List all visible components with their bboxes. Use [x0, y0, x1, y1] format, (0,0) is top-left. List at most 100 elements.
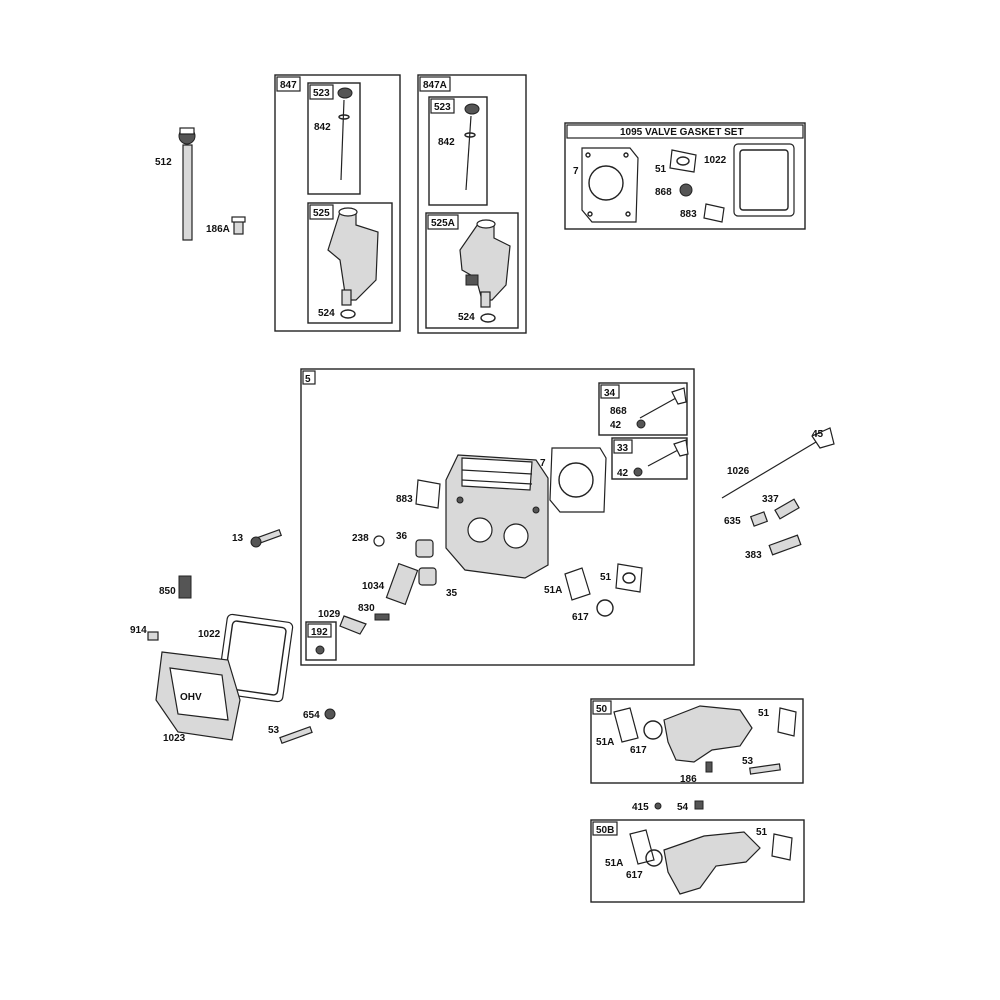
label-847a-842: 842 [438, 137, 455, 148]
gasket-51 [669, 149, 697, 173]
intake-manifold-50 [663, 705, 753, 763]
label-50-617: 617 [630, 745, 647, 756]
box-847 [274, 74, 401, 332]
screw-914 [147, 631, 159, 641]
valve-cover-1023: OHV [155, 651, 241, 741]
label-b5-830: 830 [358, 603, 375, 614]
label-gs-51: 51 [655, 164, 667, 175]
gasket-50b-51 [771, 833, 793, 861]
gasket-883 [703, 203, 725, 223]
spring-36 [415, 539, 434, 558]
head-gasket-7 [581, 147, 639, 223]
box-847a-tag: 847A [423, 80, 447, 91]
cylinder-head [445, 454, 549, 579]
gasket-1022 [216, 613, 294, 703]
part-1029 [339, 615, 367, 635]
dipstick-847a-523 [464, 103, 480, 191]
label-b5-35: 35 [446, 588, 458, 599]
stud-53 [279, 725, 313, 745]
part-1034 [385, 562, 419, 606]
box-847-525 [307, 202, 393, 324]
box-192 [305, 621, 337, 661]
nut-654 [324, 708, 336, 720]
head-gasket-7-b5 [549, 447, 607, 513]
oring-847-524 [340, 309, 356, 319]
label-b5-1034: 1034 [362, 581, 385, 592]
label-53: 53 [268, 725, 280, 736]
oil-fill-tube-525 [327, 207, 379, 306]
label-850: 850 [159, 586, 176, 597]
label-186a: 186A [206, 224, 230, 235]
label-50-186: 186 [680, 774, 697, 785]
gasket-51a-b5 [564, 567, 591, 601]
part-383 [768, 534, 802, 556]
label-b5-51: 51 [600, 572, 612, 583]
stud-50-53 [749, 763, 781, 775]
label-34-42: 42 [610, 420, 622, 431]
spring-35 [418, 567, 437, 586]
label-54: 54 [677, 802, 689, 813]
label-13: 13 [232, 533, 244, 544]
label-gs-1022: 1022 [704, 155, 727, 166]
bolt-186a [231, 216, 246, 235]
gasket-50-51 [777, 707, 797, 737]
label-1026: 1026 [727, 466, 750, 477]
label-50-53: 53 [742, 756, 754, 767]
label-847a-524: 524 [458, 312, 475, 323]
label-b5-51a: 51A [544, 585, 562, 596]
label-847-842: 842 [314, 122, 331, 133]
gasket-1022 [733, 143, 795, 217]
valve-33 [647, 439, 689, 467]
oring-50b-617 [645, 849, 663, 867]
box-34 [598, 382, 688, 436]
label-512: 512 [155, 157, 172, 168]
box-33 [611, 437, 688, 480]
label-45: 45 [812, 429, 824, 440]
label-50-51: 51 [758, 708, 770, 719]
label-635: 635 [724, 516, 741, 527]
box-847-tag: 847 [280, 80, 297, 91]
oring-847a-524 [480, 313, 496, 323]
label-b5-36: 36 [396, 531, 408, 542]
label-914: 914 [130, 625, 147, 636]
box-847a [417, 74, 527, 334]
valve-34 [639, 387, 687, 419]
box-50-tag: 50 [596, 704, 608, 715]
box-5 [300, 368, 695, 666]
box-5-tag: 5 [305, 374, 311, 385]
label-1022: 1022 [198, 629, 221, 640]
label-34-868: 868 [610, 406, 627, 417]
label-33-42: 42 [617, 468, 629, 479]
label-50b-51a: 51A [605, 858, 623, 869]
dipstick-tube-512 [178, 127, 196, 241]
part-54 [694, 800, 704, 810]
box-847a-523 [428, 96, 488, 206]
label-1023: 1023 [163, 733, 186, 744]
gasket-51-b5 [615, 563, 643, 593]
gasket-50-51a [613, 707, 639, 743]
part-850 [178, 575, 192, 599]
label-gs-7: 7 [573, 166, 579, 177]
label-847-525: 525 [313, 208, 330, 219]
box-847a-525a [425, 212, 519, 329]
box-50 [590, 698, 804, 784]
label-415: 415 [632, 802, 649, 813]
label-b5-192: 192 [311, 627, 328, 638]
label-847a-525a: 525A [431, 218, 455, 229]
label-b5-238: 238 [352, 533, 369, 544]
label-b5-7: 7 [540, 458, 546, 469]
box-33-tag: 33 [617, 443, 629, 454]
dipstick-523 [337, 87, 353, 181]
label-gs-883: 883 [680, 209, 697, 220]
label-847a-523: 523 [434, 102, 451, 113]
box-34-tag: 34 [604, 388, 616, 399]
part-238 [373, 535, 385, 547]
gasket-set-title: 1095 VALVE GASKET SET [620, 127, 744, 138]
box-50b [590, 819, 805, 903]
label-337: 337 [762, 494, 779, 505]
gasket-883-b5 [415, 479, 441, 509]
label-847-524: 524 [318, 308, 335, 319]
seal-868 [679, 183, 693, 197]
label-b5-1029: 1029 [318, 609, 341, 620]
